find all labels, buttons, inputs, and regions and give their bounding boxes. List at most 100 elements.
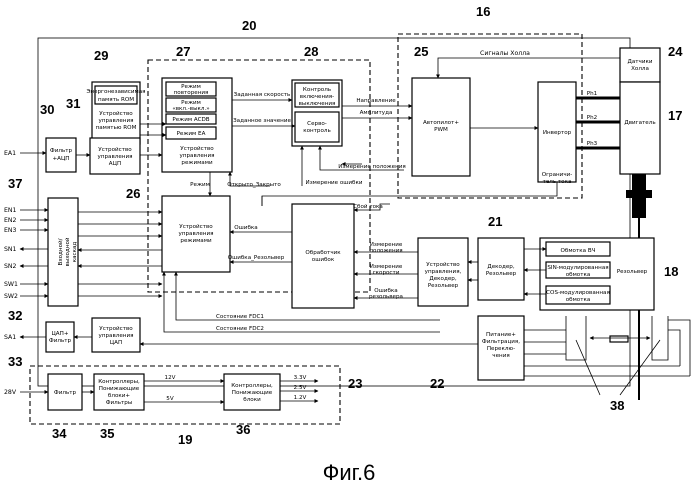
svg-text:Сигналы Холла: Сигналы Холла xyxy=(480,50,530,57)
svg-text:скорости: скорости xyxy=(373,270,400,276)
svg-text:Устройство: Устройство xyxy=(99,325,133,332)
svg-text:Резольвер: Резольвер xyxy=(428,283,459,289)
svg-text:36: 36 xyxy=(236,422,250,437)
inverter-block: Инвертор Ограничи- тель тока xyxy=(538,82,576,185)
svg-text:управления,: управления, xyxy=(425,269,462,275)
svg-text:EA1: EA1 xyxy=(4,150,16,157)
svg-text:ЦАП: ЦАП xyxy=(110,340,122,346)
power-switch-block: Питание+ Фильтрация, Переклю- чения xyxy=(478,316,524,380)
svg-text:Автопилот+: Автопилот+ xyxy=(423,120,459,126)
svg-text:выходной: выходной xyxy=(64,237,71,266)
svg-text:28V: 28V xyxy=(4,389,17,396)
svg-text:положения: положения xyxy=(369,248,402,254)
svg-text:Понижающие: Понижающие xyxy=(232,390,273,396)
filter-adc-block: Фильтр +АЦП xyxy=(46,138,76,172)
svg-text:12V: 12V xyxy=(165,375,176,381)
svg-text:29: 29 xyxy=(94,48,108,63)
svg-text:Режим EA: Режим EA xyxy=(177,131,206,137)
svg-text:30: 30 xyxy=(40,102,54,117)
svg-text:Режим: Режим xyxy=(190,182,210,188)
svg-text:SN1: SN1 xyxy=(4,246,17,253)
svg-text:Переклю-: Переклю- xyxy=(487,346,515,352)
svg-text:28: 28 xyxy=(304,44,318,59)
svg-text:Заданное значение: Заданное значение xyxy=(233,118,291,124)
svg-text:Устройство: Устройство xyxy=(98,146,132,153)
svg-text:Понижающие: Понижающие xyxy=(99,386,140,392)
svg-text:Резольвер: Резольвер xyxy=(486,271,517,277)
svg-text:SA1: SA1 xyxy=(4,334,16,341)
regulators-36-block: Контроллеры, Понижающие блоки xyxy=(224,374,280,410)
svg-text:Инвертор: Инвертор xyxy=(543,130,572,136)
svg-text:Измерение положения: Измерение положения xyxy=(338,164,406,170)
svg-text:Энергонезависимая: Энергонезависимая xyxy=(86,89,145,95)
decoder-resolver-block: Декодер, Резольвер xyxy=(478,238,524,300)
svg-text:Устройство: Устройство xyxy=(179,223,213,230)
svg-text:Открыто_Закрыто: Открыто_Закрыто xyxy=(227,182,281,188)
svg-text:Контроль: Контроль xyxy=(303,87,331,93)
svg-text:Ошибка: Ошибка xyxy=(234,225,257,231)
svg-text:ЦАП+: ЦАП+ xyxy=(51,331,68,337)
svg-text:3.3V: 3.3V xyxy=(294,375,307,381)
svg-text:контроль: контроль xyxy=(303,128,331,134)
svg-text:Фильтр: Фильтр xyxy=(49,338,72,344)
svg-text:выключения: выключения xyxy=(299,101,336,107)
svg-text:Ph2: Ph2 xyxy=(587,115,597,121)
motor-block: Двигатель xyxy=(620,82,660,174)
svg-text:19: 19 xyxy=(178,432,192,447)
svg-text:Фильтрация,: Фильтрация, xyxy=(482,339,520,345)
svg-text:Ph3: Ph3 xyxy=(587,141,598,147)
svg-text:SW2: SW2 xyxy=(4,293,18,300)
svg-text:блоки+: блоки+ xyxy=(108,393,130,399)
io-stage-block: Входной/ выходной каскад xyxy=(48,198,78,306)
svg-text:26: 26 xyxy=(126,186,140,201)
svg-text:управления: управления xyxy=(99,118,134,124)
svg-text:Контроллеры,: Контроллеры, xyxy=(98,379,140,385)
svg-text:33: 33 xyxy=(8,354,22,369)
svg-text:Обмотка ВЧ: Обмотка ВЧ xyxy=(560,248,595,254)
svg-text:32: 32 xyxy=(8,308,22,323)
svg-text:управления: управления xyxy=(179,231,214,237)
svg-text:«вкл.-выкл.»: «вкл.-выкл.» xyxy=(172,106,209,112)
svg-text:АЦП: АЦП xyxy=(109,161,121,167)
svg-text:Ошибка_Резольвер: Ошибка_Резольвер xyxy=(228,255,285,261)
svg-text:повторения: повторения xyxy=(174,90,209,96)
svg-text:Заданная скорость: Заданная скорость xyxy=(234,92,291,98)
svg-text:Холла: Холла xyxy=(631,66,649,72)
svg-text:EN1: EN1 xyxy=(4,207,17,214)
autopilot-pwm-block: Автопилот+ PWM xyxy=(412,78,470,176)
svg-text:ошибок: ошибок xyxy=(312,257,335,263)
svg-text:включения-: включения- xyxy=(300,94,334,100)
svg-text:обмотка: обмотка xyxy=(566,272,591,278)
svg-text:Серво-: Серво- xyxy=(307,121,327,127)
svg-text:16: 16 xyxy=(476,4,490,19)
dac-filter-block: ЦАП+ Фильтр xyxy=(46,322,74,352)
filter-28v-block: Фильтр xyxy=(48,374,82,410)
svg-text:Резольвер: Резольвер xyxy=(617,269,648,275)
svg-text:Обработчик: Обработчик xyxy=(305,250,341,256)
svg-text:Питание+: Питание+ xyxy=(486,332,516,338)
svg-text:EN2: EN2 xyxy=(4,217,17,224)
svg-text:35: 35 xyxy=(100,426,114,441)
adc-controller-block: Устройство управления АЦП xyxy=(90,138,140,174)
svg-text:37: 37 xyxy=(8,176,22,191)
svg-text:1.2V: 1.2V xyxy=(294,395,307,401)
svg-text:управления: управления xyxy=(98,154,133,160)
svg-text:память ROM: память ROM xyxy=(98,97,134,103)
svg-text:памятью ROM: памятью ROM xyxy=(96,125,137,131)
fault-handler-block: Обработчик ошибок xyxy=(292,204,354,308)
svg-text:Устройство: Устройство xyxy=(180,145,214,152)
svg-text:резольвера: резольвера xyxy=(369,294,403,300)
svg-text:5V: 5V xyxy=(166,396,174,402)
svg-text:Состояние FDC2: Состояние FDC2 xyxy=(216,326,264,332)
svg-text:обмотка: обмотка xyxy=(566,297,591,303)
svg-text:17: 17 xyxy=(668,108,682,123)
svg-text:SIN-модулированная: SIN-модулированная xyxy=(547,265,608,271)
dac-controller-block: Устройство управления ЦАП xyxy=(92,318,140,352)
regulators-35-block: Контроллеры, Понижающие блоки+ Фильтры xyxy=(94,374,144,410)
svg-text:Фильтр: Фильтр xyxy=(50,148,73,154)
svg-text:20: 20 xyxy=(242,18,256,33)
svg-text:PWM: PWM xyxy=(434,127,448,133)
svg-text:SN2: SN2 xyxy=(4,263,17,270)
svg-text:Двигатель: Двигатель xyxy=(624,120,655,126)
